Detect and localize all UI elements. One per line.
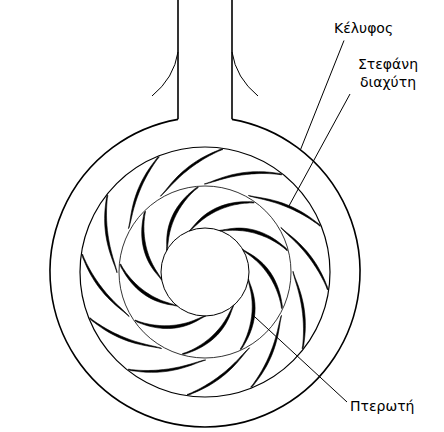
outlet-wall: [231, 0, 233, 119]
impeller-blade: [182, 305, 234, 354]
diffuser-vane: [105, 195, 117, 273]
impeller-blade: [243, 249, 283, 308]
leader-line: [254, 316, 347, 402]
diffuser-vane: [82, 254, 129, 317]
casing-outline: [50, 0, 360, 427]
casing-label: Κέλυφος: [334, 20, 393, 38]
leader-line: [300, 41, 344, 150]
diffuser-vane: [251, 315, 282, 387]
impeller-blade: [167, 187, 199, 250]
diffuser-vane: [204, 172, 282, 184]
leader-line: [289, 94, 350, 207]
diffuser-vane: [293, 271, 305, 349]
diffuser-label: Στεφάνη διαχύτη: [340, 56, 436, 91]
leader-lines: [254, 41, 350, 403]
impeller-blade: [219, 228, 287, 251]
impeller: [119, 186, 291, 358]
diffuser-vane: [187, 348, 250, 395]
impeller-blade: [135, 316, 206, 329]
diffuser-vane: [90, 318, 162, 349]
casing-wall: [50, 119, 360, 427]
diffuser-vane: [128, 360, 206, 372]
impeller-blade: [240, 279, 255, 349]
impeller-blade: [142, 211, 162, 280]
impeller-rim: [119, 186, 291, 358]
diffuser-ring: [80, 147, 330, 397]
outlet-flare: [152, 52, 178, 96]
impeller-blade: [189, 202, 254, 231]
diffuser-vane: [248, 195, 320, 226]
diffuser-outer: [80, 147, 330, 397]
impeller-blade: [120, 264, 177, 306]
diffuser-vane: [281, 227, 328, 290]
impeller-label: Πτερωτή: [350, 398, 414, 416]
outlet-wall: [177, 0, 179, 119]
outlet-flare: [232, 52, 258, 96]
diffuser-vane: [160, 149, 223, 196]
impeller-eye: [161, 228, 249, 316]
